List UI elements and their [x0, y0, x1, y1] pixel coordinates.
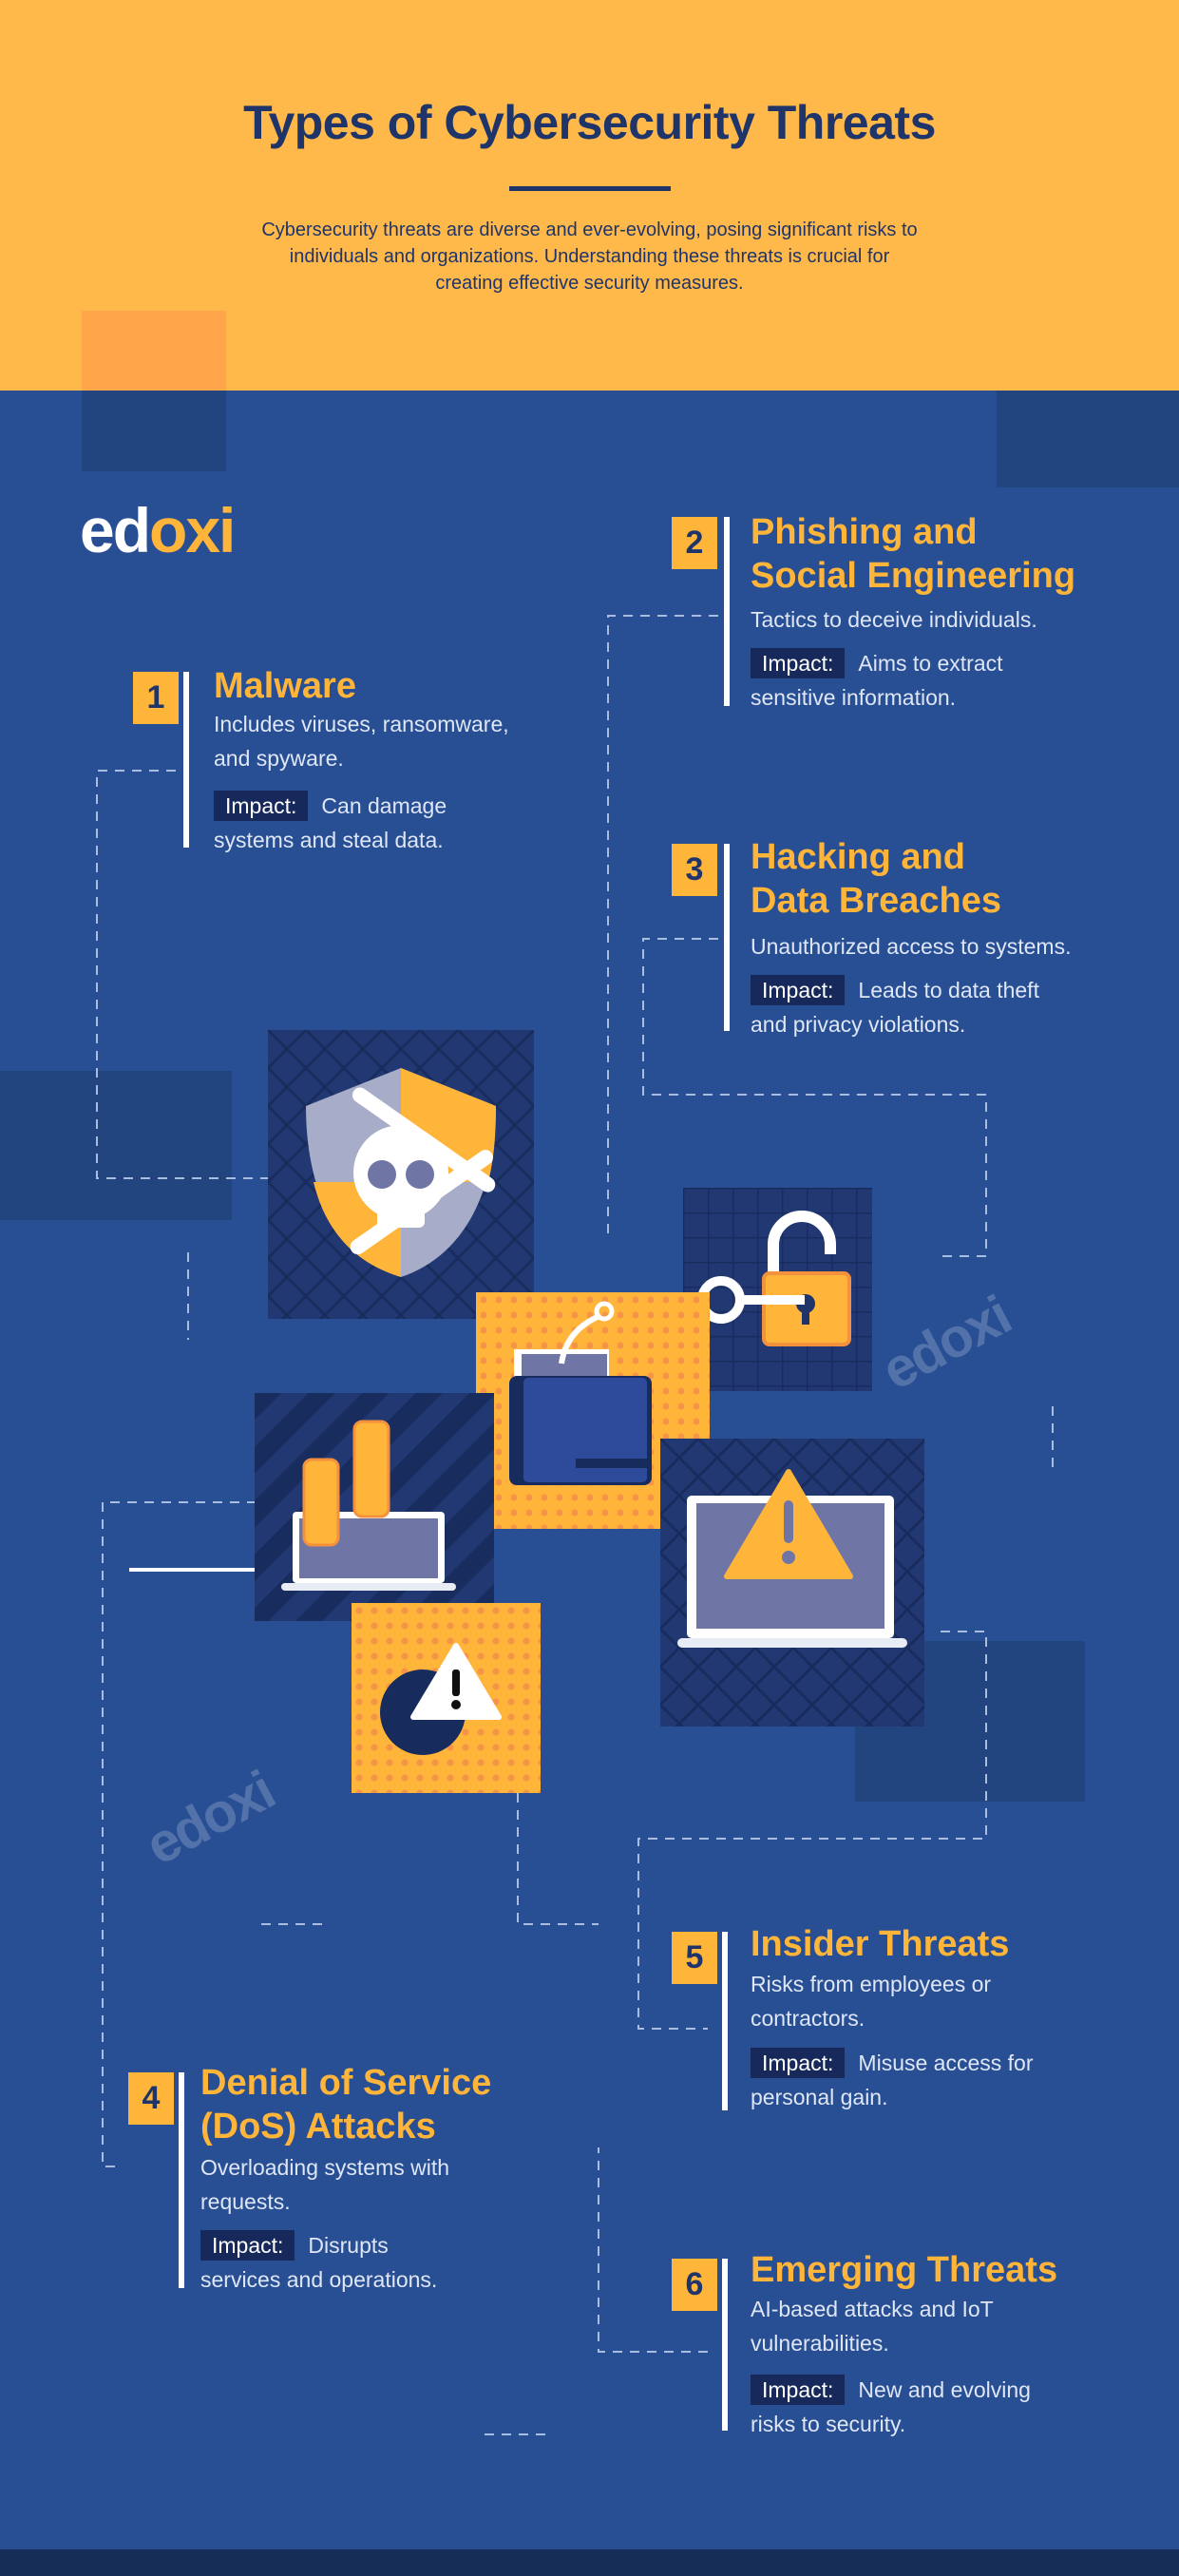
threat-number-badge: 3 [672, 844, 717, 896]
title-divider [509, 186, 671, 191]
malware-illustration [268, 1030, 534, 1319]
threat-number-badge: 5 [672, 1932, 717, 1984]
subtitle-line: Cybersecurity threats are diverse and ev… [261, 219, 918, 240]
threat-number-badge: 2 [672, 517, 717, 569]
dos-illustration [255, 1393, 494, 1621]
impact-label: Impact: [751, 2048, 846, 2078]
threat-description: Includes viruses, ransomware,and spyware… [214, 712, 509, 771]
threat-description: Tactics to deceive individuals. [751, 607, 1037, 632]
threat-description: Unauthorized access to systems. [751, 934, 1072, 959]
laptop-warning-icon [660, 1439, 924, 1727]
insider-illustration [660, 1439, 924, 1727]
key-padlock-icon [683, 1188, 872, 1391]
phishing-hook-folder-icon [476, 1292, 710, 1529]
skull-shield-icon [268, 1030, 534, 1319]
rocket-laptop-icon [255, 1393, 494, 1621]
threat-title: Insider Threats [751, 1924, 1010, 1964]
impact-label: Impact: [751, 2375, 846, 2405]
threat-title: Malware [214, 666, 356, 706]
bomb-illustration [352, 1603, 541, 1793]
edoxi-logo: edoxi [80, 495, 236, 565]
accent-bar [724, 844, 730, 1031]
phishing-illustration [476, 1292, 710, 1529]
subtitle-line: individuals and organizations. Understan… [289, 246, 890, 267]
accent-bar [724, 517, 730, 706]
accent-bar [722, 1932, 728, 2110]
decor-square [82, 311, 226, 391]
hacking-illustration [683, 1188, 872, 1391]
threat-title: Emerging Threats [751, 2250, 1058, 2290]
threat-number-badge: 6 [672, 2259, 717, 2311]
footer-band [0, 2549, 1179, 2576]
accent-bar [179, 2072, 184, 2288]
bomb-warning-icon [352, 1603, 541, 1793]
page-title: Types of Cybersecurity Threats [243, 96, 936, 149]
page-subtitle: Cybersecurity threats are diverse and ev… [190, 217, 989, 296]
decor-square [997, 391, 1179, 487]
impact-label: Impact: [751, 975, 846, 1005]
impact-label: Impact: [751, 648, 846, 678]
threat-title: Denial of Service(DoS) Attacks [200, 2063, 492, 2147]
decor-square [0, 1071, 232, 1220]
decor-square [82, 391, 226, 471]
threat-number-badge: 4 [128, 2072, 174, 2125]
subtitle-line: creating effective security measures. [435, 273, 744, 294]
threat-number-badge: 1 [133, 672, 179, 724]
impact-label: Impact: [200, 2230, 295, 2261]
impact-label: Impact: [214, 791, 309, 821]
accent-bar [722, 2259, 728, 2431]
accent-bar [183, 672, 189, 848]
